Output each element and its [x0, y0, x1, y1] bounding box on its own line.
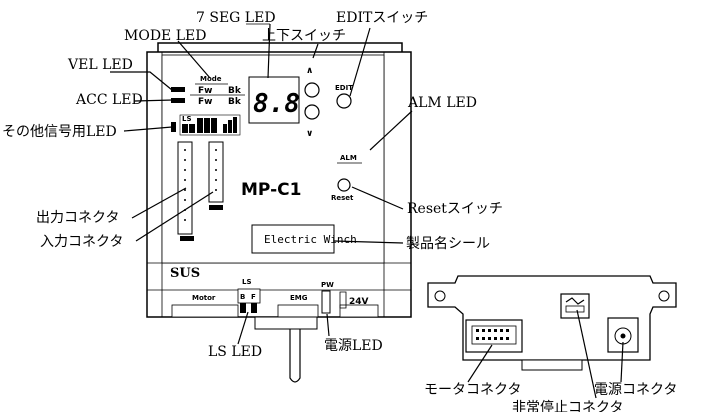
ls-led-b — [240, 303, 246, 313]
callout-lines — [110, 23, 624, 399]
label-alm-led: ALM LED — [407, 95, 477, 111]
label-estop-connector: 非常停止コネクタ — [512, 399, 623, 412]
label-input-connector: 入力コネクタ — [40, 234, 123, 250]
model-name: MP-C1 — [241, 180, 301, 200]
label-updown-switch: 上下スイッチ — [262, 28, 346, 44]
label-power-led: 電源LED — [324, 338, 383, 354]
label-reset-switch: Resetスイッチ — [407, 201, 503, 217]
fw-label-2: Fw — [198, 97, 212, 107]
up-arrow-icon: ∧ — [306, 66, 313, 76]
down-arrow-icon: ∨ — [306, 129, 313, 139]
ls-b-text: B — [240, 293, 245, 301]
label-vel-led: VEL LED — [67, 57, 133, 73]
emg-text: EMG — [290, 294, 308, 302]
device-front-view: Mode Fw Bk Fw Bk 8.8. ∧ ∨ EDIT LS — [146, 42, 412, 383]
vel-led — [171, 87, 185, 92]
power-cable — [289, 329, 301, 383]
brand-text: SUS — [170, 266, 200, 281]
label-mode-led: MODE LED — [124, 28, 206, 44]
label-acc-led: ACC LED — [75, 92, 143, 108]
edit-text: EDIT — [335, 84, 353, 92]
label-output-connector: 出力コネクタ — [36, 210, 119, 226]
ls-led-f — [251, 303, 257, 313]
label-other-led: その他信号用LED — [2, 124, 117, 140]
motor-connector-port — [171, 304, 239, 318]
label-edit-switch: EDITスイッチ — [336, 10, 428, 26]
alm-text: ALM — [340, 154, 357, 162]
bk-label-2: Bk — [228, 97, 242, 107]
label-product-seal: 製品名シール — [406, 236, 490, 252]
label-power-connector: 電源コネクタ — [594, 382, 677, 398]
power-led — [321, 290, 331, 314]
label-7seg-led: 7 SEG LED — [196, 10, 276, 26]
svg-text:LS: LS — [182, 115, 192, 123]
other-signal-leds: LS — [171, 114, 241, 136]
fw-label-1: Fw — [198, 86, 212, 96]
ls-text: LS — [242, 278, 252, 286]
acc-led — [171, 98, 185, 103]
emg-connector-port — [277, 304, 319, 318]
reset-switch[interactable] — [337, 178, 351, 192]
bk-label-1: Bk — [228, 86, 242, 96]
mode-label: Mode — [200, 75, 222, 83]
label-ls-led: LS LED — [208, 344, 262, 360]
reset-text: Reset — [331, 194, 354, 202]
product-name-text: Electric Winch — [264, 233, 357, 246]
ls-f-text: F — [251, 293, 256, 301]
up-switch[interactable] — [304, 82, 320, 98]
voltage-text: 24V — [349, 297, 369, 307]
cable-gland — [254, 316, 318, 330]
input-connector-port — [208, 141, 224, 210]
device-rear-view — [427, 275, 677, 371]
label-motor-connector: モータコネクタ — [424, 382, 521, 398]
down-switch[interactable] — [304, 104, 320, 120]
product-name-seal — [251, 224, 335, 254]
motor-text: Motor — [192, 294, 216, 302]
edit-switch[interactable] — [336, 93, 352, 109]
seg-display — [248, 76, 300, 124]
pw-text: PW — [321, 281, 334, 289]
